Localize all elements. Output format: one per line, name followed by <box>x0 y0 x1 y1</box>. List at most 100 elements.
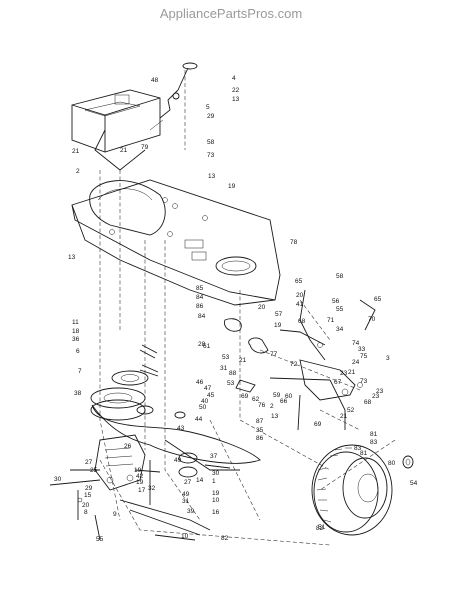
callout-label: 34 <box>336 326 344 333</box>
callout-label: 19 <box>274 322 282 329</box>
callout-label: 23 <box>372 393 380 400</box>
callout-label: 21 <box>120 147 128 154</box>
callout-label: 31 <box>220 365 228 372</box>
callout-label: 8 <box>84 509 88 516</box>
callout-label: 82 <box>221 535 229 542</box>
callout-label: 21 <box>348 369 356 376</box>
callout-label: 19 <box>136 479 144 486</box>
callout-label: 73 <box>360 378 368 385</box>
callout-label: 84 <box>196 294 204 301</box>
callout-label: 44 <box>195 416 203 423</box>
callout-label: 65 <box>374 296 382 303</box>
callout-label: 32 <box>148 485 156 492</box>
callout-label: 61 <box>203 343 211 350</box>
main-frame <box>71 179 281 306</box>
transaxle <box>49 434 161 541</box>
callout-label: 86 <box>196 303 204 310</box>
rear-wheel <box>311 444 414 536</box>
callout-label: 45 <box>207 392 215 399</box>
callout-label: 19 <box>134 467 142 474</box>
callout-label: 67 <box>334 379 342 386</box>
callout-label: 14 <box>196 477 204 484</box>
callout-label: 29 <box>85 485 93 492</box>
callout-label: 41 <box>296 301 304 308</box>
callout-label: 19 <box>212 490 220 497</box>
callout-label: 46 <box>196 379 204 386</box>
callout-label: 73 <box>207 152 215 159</box>
callout-label: 59 <box>273 392 281 399</box>
callout-label: 49 <box>174 457 182 464</box>
callout-label: 49 <box>182 491 190 498</box>
callout-label: 1 <box>212 478 216 485</box>
callout-label: 72 <box>290 361 298 368</box>
callout-label: 24 <box>352 359 360 366</box>
callout-label: 81 <box>360 450 368 457</box>
callout-label: 75 <box>360 353 368 360</box>
callout-label: 74 <box>352 340 360 347</box>
dashed-alignment-lines <box>99 70 396 546</box>
callout-label: 15 <box>84 492 92 499</box>
callout-label: 37 <box>210 453 218 460</box>
callout-label: 57 <box>275 311 283 318</box>
callout-label: 55 <box>336 306 344 313</box>
callout-label: 86 <box>256 435 264 442</box>
callout-label: 56 <box>332 298 340 305</box>
callout-label: 30 <box>54 476 62 483</box>
callout-label: 51 <box>318 524 326 531</box>
callout-label: 17 <box>138 487 146 494</box>
callout-label: 13 <box>208 173 216 180</box>
callout-label: 52 <box>347 407 355 414</box>
callout-label: 65 <box>295 278 303 285</box>
callout-label: 21 <box>72 148 80 155</box>
callout-label: 68 <box>364 399 372 406</box>
callout-label: 9 <box>113 511 117 518</box>
callout-label: 87 <box>256 418 264 425</box>
callout-label: 70 <box>368 316 376 323</box>
callout-label: 20 <box>82 502 90 509</box>
watermark: AppliancePartsPros.com <box>160 6 302 21</box>
callout-label: 25 <box>90 467 98 474</box>
callout-label: 79 <box>141 144 149 151</box>
callout-label: 83 <box>370 439 378 446</box>
callout-label: 84 <box>198 313 206 320</box>
callout-label: 38 <box>74 390 82 397</box>
steering-shaft-assembly <box>149 62 198 131</box>
callout-label: 21 <box>340 413 348 420</box>
callout-label: 31 <box>182 498 190 505</box>
callout-label: 60 <box>285 393 293 400</box>
callout-label: 36 <box>72 336 80 343</box>
callout-label: 23 <box>376 388 384 395</box>
callout-label: 43 <box>177 425 185 432</box>
callout-label: 22 <box>232 87 240 94</box>
callout-label: 80 <box>388 460 396 467</box>
callout-label: 23 <box>340 370 348 377</box>
callout-label: 13 <box>68 254 76 261</box>
callout-label: 21 <box>239 357 247 364</box>
callout-label: 39 <box>187 508 195 515</box>
callout-label: 85 <box>196 285 204 292</box>
callout-label: 78 <box>290 239 298 246</box>
steering-console-bracket <box>71 89 161 171</box>
callout-label: 11 <box>72 319 79 326</box>
callout-label: 54 <box>410 480 418 487</box>
callout-label: 6 <box>76 348 80 355</box>
callout-label: 19 <box>228 183 236 190</box>
callout-label: 40 <box>201 398 209 405</box>
callout-label: 5 <box>206 104 210 111</box>
callout-label: 47 <box>204 385 212 392</box>
callout-label: 42 <box>136 473 144 480</box>
callout-label: 58 <box>336 273 344 280</box>
callout-label: 18 <box>72 328 80 335</box>
callout-label: 77 <box>270 351 278 358</box>
callout-label: 35 <box>256 427 264 434</box>
shift-linkage <box>119 460 231 541</box>
callout-label: 20 <box>296 292 304 299</box>
callout-label: 48 <box>151 77 159 84</box>
callout-label: 29 <box>207 113 215 120</box>
callout-label: 10 <box>212 497 220 504</box>
callout-label: 27 <box>184 479 192 486</box>
callout-label: 13 <box>232 96 240 103</box>
callout-label: 27 <box>85 459 93 466</box>
callout-label: 83 <box>354 445 362 452</box>
